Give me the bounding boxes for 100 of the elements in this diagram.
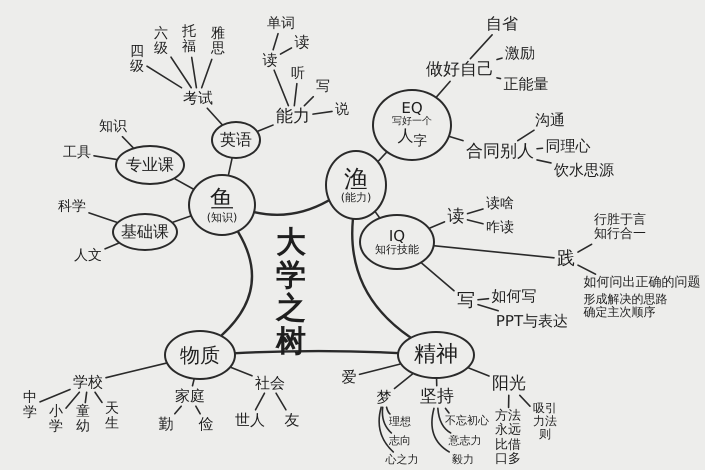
branch-text: 方法永远比借口多 — [495, 409, 521, 467]
branch-text: 梦 — [376, 388, 392, 406]
topic-text: 人$_{字}$ — [398, 127, 426, 150]
branch-line — [518, 394, 531, 407]
branch-text: 践 — [557, 249, 575, 269]
branch-line — [351, 218, 412, 338]
branch-line — [421, 262, 455, 292]
topic-text: (能力) — [340, 192, 372, 204]
branch-text: 社会 — [255, 374, 285, 392]
branch-text: 听 — [291, 66, 305, 82]
topic-text: EQ — [401, 100, 423, 116]
branch-text: 学校 — [73, 374, 103, 390]
branch-text: 考试 — [183, 90, 213, 106]
branch-line — [254, 199, 330, 216]
branch-text: 毅力 — [452, 454, 474, 466]
branch-line — [477, 298, 490, 301]
branch-line — [536, 147, 544, 150]
branch-line — [437, 408, 452, 434]
branch-text: 不忘初心 — [445, 414, 489, 428]
branch-line — [386, 406, 391, 415]
branch-line — [394, 373, 414, 390]
branch-line — [577, 264, 596, 275]
branch-line — [170, 56, 192, 89]
branch-line — [466, 208, 484, 214]
topic-text: 基础课 — [121, 223, 169, 241]
branch-text: 科学 — [58, 199, 86, 215]
topic-text: 鱼 — [210, 186, 234, 212]
title: 大学之树 — [276, 226, 306, 358]
branch-line — [496, 57, 503, 60]
branch-line — [444, 408, 450, 414]
branch-line — [220, 231, 254, 336]
branch-line — [254, 392, 266, 411]
branch-text: 同理心 — [546, 138, 590, 154]
branch-line — [65, 391, 80, 409]
branch-line — [88, 212, 118, 224]
branch-text: 小学 — [49, 404, 63, 436]
topic-ellipse — [325, 150, 387, 220]
branch-line — [84, 391, 88, 404]
topic-ellipse — [164, 330, 236, 380]
branch-line — [280, 47, 292, 55]
branch-text: 工具 — [63, 145, 91, 161]
branch-text: 坚持 — [420, 388, 454, 406]
branch-text: 咋读 — [486, 220, 514, 236]
branch-text: 人文 — [74, 248, 102, 264]
branch-text: 行胜于言 — [594, 214, 646, 228]
branch-line — [192, 378, 195, 387]
topic-text: 物质 — [180, 344, 220, 366]
branch-line — [39, 388, 71, 403]
branch-text: 读 — [448, 208, 464, 226]
topic-ellipse — [359, 214, 435, 270]
branch-text: 意志力 — [448, 434, 482, 448]
branch-text: 饮水思源 — [554, 162, 614, 178]
branch-line — [174, 405, 182, 415]
branch-line — [436, 80, 451, 98]
branch-line — [304, 96, 314, 106]
branch-text: 中学 — [23, 390, 37, 422]
branch-line — [190, 56, 198, 89]
branch-line — [477, 304, 499, 312]
branch-line — [275, 392, 287, 411]
topic-text: 渔 — [344, 166, 368, 192]
branch-line — [382, 406, 392, 434]
branch-text: 志向 — [389, 434, 411, 448]
branch-text: 如何写 — [492, 288, 536, 304]
branch-text: 知行合一 — [594, 228, 646, 242]
topic-text: (知识) — [206, 212, 238, 224]
branch-line — [378, 152, 388, 162]
topic-ellipse — [372, 89, 452, 161]
branch-line — [431, 408, 450, 453]
branch-line — [172, 215, 192, 223]
branch-text: PPT与表达 — [496, 312, 568, 330]
branch-text: 读啥 — [486, 196, 514, 212]
branch-line — [294, 82, 298, 106]
branch-line — [434, 244, 555, 259]
branch-text: 自省 — [486, 15, 518, 33]
topic-ellipse — [211, 121, 261, 159]
topic-text: 知行技能 — [375, 244, 419, 256]
branch-text: 友 — [284, 412, 300, 428]
branch-line — [228, 158, 233, 176]
branch-line — [536, 159, 552, 164]
branch-text: 写 — [457, 291, 475, 311]
branch-text: 做好自己 — [426, 60, 494, 80]
branch-text: 写 — [316, 79, 330, 95]
branch-text: 托福 — [182, 24, 196, 56]
branch-line — [93, 155, 118, 160]
branch-text: 世人 — [235, 412, 265, 428]
branch-line — [105, 362, 167, 378]
branch-line — [466, 219, 484, 225]
branch-text: 读 — [262, 52, 278, 68]
topic-text: 精神 — [414, 342, 458, 368]
branch-text: 知识 — [99, 119, 127, 135]
branch-text: 合同别人 — [466, 142, 534, 162]
branch-line — [230, 366, 253, 377]
branch-text: 四级 — [130, 44, 144, 76]
branch-text: 形成解决的思路确定主次顺序 — [584, 293, 668, 320]
branch-text: 激励 — [505, 44, 535, 62]
branch-line — [312, 110, 333, 115]
branch-text: 能力 — [276, 108, 310, 126]
branch-line — [358, 363, 401, 376]
topic-ellipse — [397, 331, 475, 379]
topic-ellipse — [115, 145, 185, 185]
